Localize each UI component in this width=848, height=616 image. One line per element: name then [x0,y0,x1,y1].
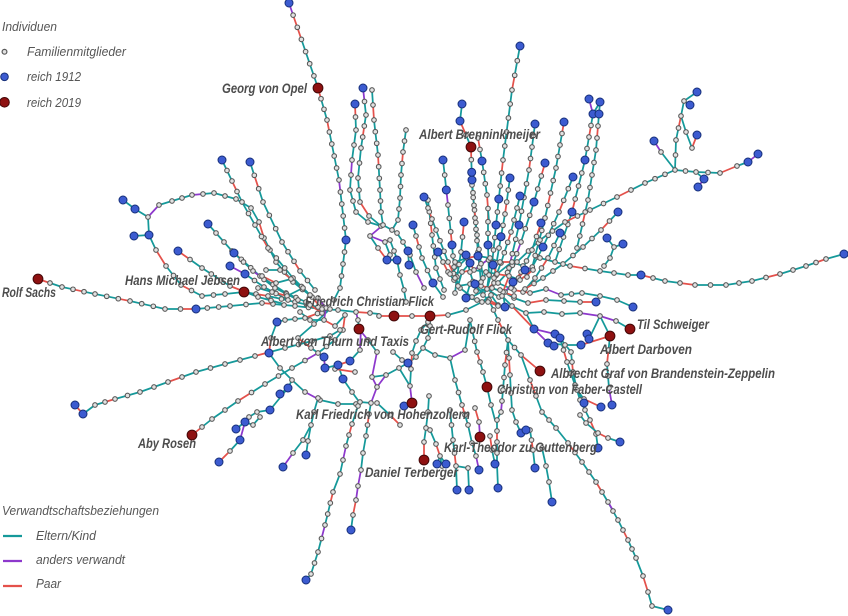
svg-text:Daniel Terberger: Daniel Terberger [365,465,459,480]
svg-text:anders verwandt: anders verwandt [36,553,125,567]
svg-text:reich 1912: reich 1912 [27,70,81,84]
svg-text:Albrecht Graf von Brandenstein: Albrecht Graf von Brandenstein-Zeppelin [550,366,775,381]
svg-text:Gert-Rudolf Flick: Gert-Rudolf Flick [420,322,513,337]
svg-text:Familienmitglieder: Familienmitglieder [27,45,127,59]
svg-text:Verwandtschaftsbeziehungen: Verwandtschaftsbeziehungen [2,504,159,518]
svg-text:reich 2019: reich 2019 [27,96,81,110]
svg-text:Individuen: Individuen [2,20,57,34]
svg-text:Eltern/Kind: Eltern/Kind [36,529,97,543]
svg-text:Albert Brenninkmeijer: Albert Brenninkmeijer [418,127,540,142]
svg-text:Karl Friedrich von Hohenzoller: Karl Friedrich von Hohenzollern [296,407,470,422]
svg-text:Albert von Thurn und Taxis: Albert von Thurn und Taxis [260,334,409,349]
svg-text:Karl-Theodor zu Guttenberg: Karl-Theodor zu Guttenberg [444,440,598,455]
svg-text:Georg von Opel: Georg von Opel [222,81,307,96]
svg-text:Aby Rosen: Aby Rosen [137,436,196,451]
svg-text:Til Schweiger: Til Schweiger [637,317,710,332]
svg-text:Christian von Faber-Castell: Christian von Faber-Castell [497,382,642,397]
svg-text:Paar: Paar [36,577,62,591]
svg-text:Friedrich Christian Flick: Friedrich Christian Flick [305,294,435,309]
svg-text:Hans Michael Jebsen: Hans Michael Jebsen [125,273,240,288]
svg-text:Albert Darboven: Albert Darboven [599,342,692,357]
svg-text:Rolf Sachs: Rolf Sachs [2,285,56,300]
